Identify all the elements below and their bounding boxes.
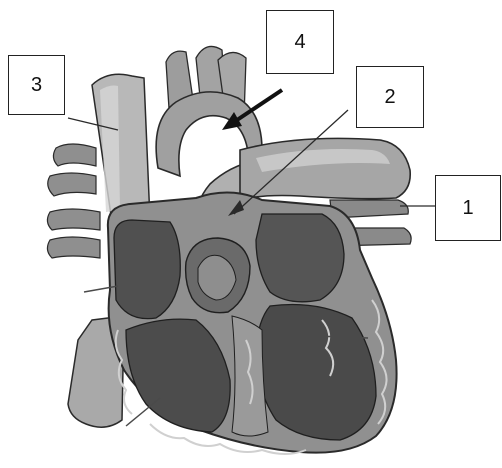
- left-pulmonary-veins: [47, 144, 100, 258]
- label-1-text: 1: [462, 197, 473, 220]
- label-box-2: 2: [356, 66, 424, 128]
- pulmonary-vein: [53, 144, 96, 166]
- label-box-1: 1: [435, 175, 501, 241]
- superior-vena-cava-highlight: [100, 86, 120, 213]
- label-2-text: 2: [384, 86, 395, 109]
- pulmonary-vein: [47, 209, 100, 230]
- right-atrium: [114, 220, 180, 319]
- label-box-4: 4: [266, 10, 334, 74]
- label-4-text: 4: [294, 31, 305, 54]
- pulmonary-vein: [47, 237, 100, 258]
- label-3-text: 3: [31, 74, 42, 97]
- label-box-3: 3: [8, 55, 65, 115]
- pulmonary-vein: [48, 173, 96, 196]
- left-atrium: [256, 214, 344, 302]
